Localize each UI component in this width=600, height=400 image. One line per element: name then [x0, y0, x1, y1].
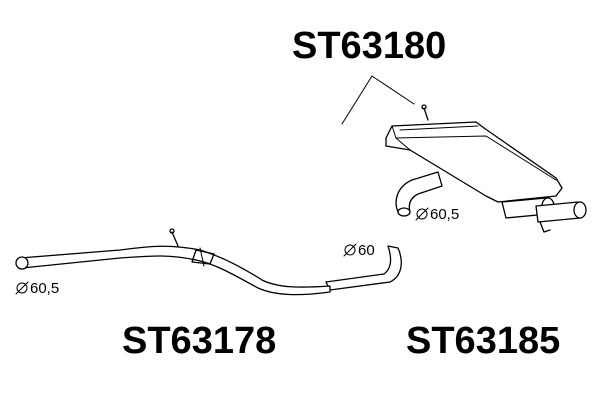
dim-muffler-inlet-value: 60,5: [430, 206, 459, 223]
rear-muffler-drawing: [385, 104, 587, 233]
dim-middle-pipe-value: 60: [358, 242, 375, 259]
leader-lines: [341, 75, 415, 125]
label-middle-pipe: ST63185: [406, 320, 560, 362]
dim-front-pipe: 60,5: [15, 280, 59, 297]
label-rear-muffler: ST63180: [292, 25, 446, 67]
front-pipe-drawing: [15, 228, 331, 296]
dim-front-pipe-value: 60,5: [30, 280, 59, 297]
label-front-pipe: ST63178: [122, 320, 276, 362]
dim-middle-pipe: 60: [343, 242, 375, 259]
dim-muffler-inlet: 60,5: [415, 206, 459, 223]
